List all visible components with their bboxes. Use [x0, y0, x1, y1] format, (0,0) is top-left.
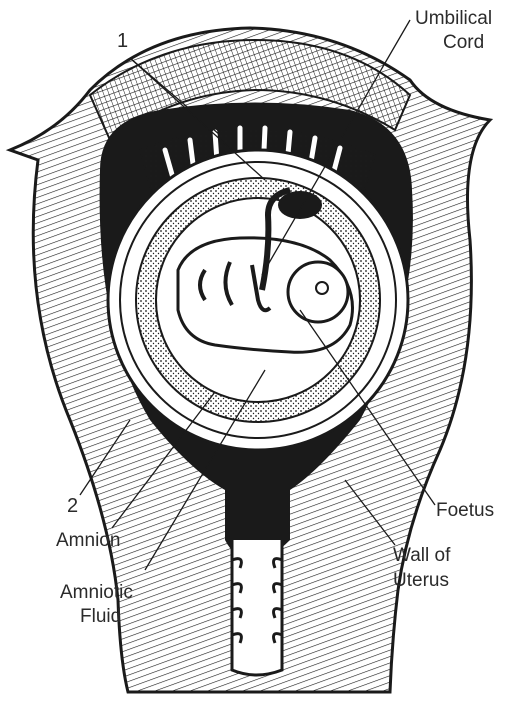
label-umbilical-cord: Umbilical — [415, 8, 492, 30]
marker-1: 1 — [117, 30, 128, 52]
label-umbilical-cord-2: Cord — [443, 32, 484, 54]
yolk-sac — [278, 191, 322, 219]
label-amnion: Amnion — [56, 530, 120, 552]
label-foetus: Foetus — [436, 500, 494, 522]
label-amniotic-fluid-2: Fluid — [80, 606, 121, 628]
label-wall-of-uterus-2: Uterus — [393, 570, 449, 592]
label-amniotic-fluid: Amniotic — [60, 582, 133, 604]
marker-2: 2 — [67, 495, 78, 517]
label-wall-of-uterus: Wall of — [393, 545, 450, 567]
